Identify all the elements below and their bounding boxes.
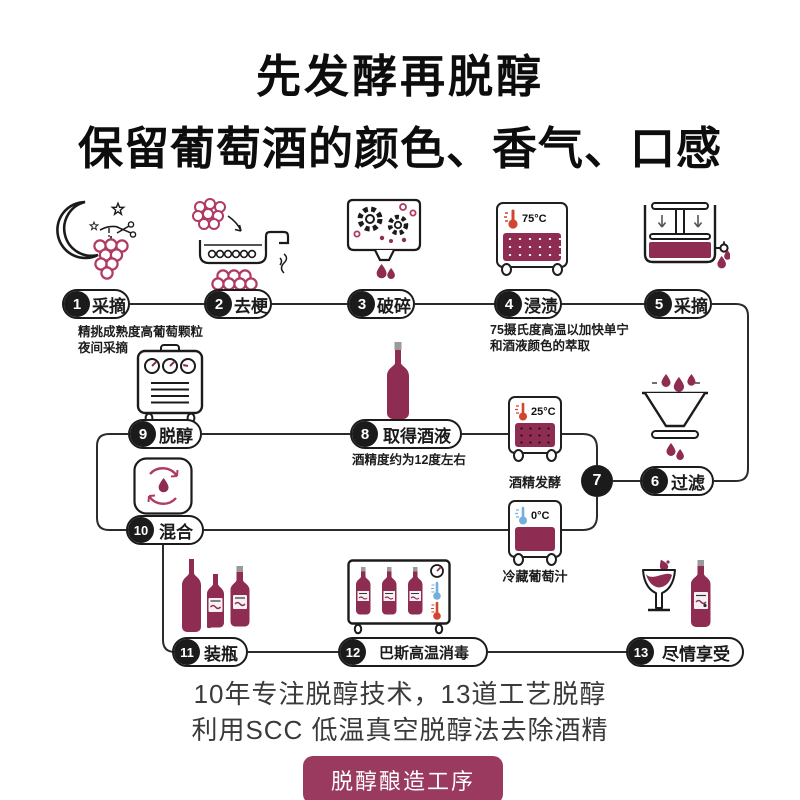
- step-number: 9: [130, 421, 156, 447]
- step-number: 4: [496, 291, 522, 317]
- step-number: 3: [349, 291, 375, 317]
- dealcoholization-machine-icon: [136, 344, 204, 424]
- process-banner-button[interactable]: 脱醇酿造工序: [303, 756, 503, 800]
- step-pill-1: 1 采摘: [62, 289, 130, 319]
- wine-press-icon: [643, 202, 730, 269]
- filter-funnel-icon: [642, 374, 708, 461]
- step-label: 采摘: [674, 296, 708, 316]
- night-harvest-icon: [56, 200, 137, 280]
- step-label: 采摘: [92, 296, 126, 316]
- bottling-icon: [182, 559, 250, 632]
- step4-caption: 75摄氏度高温以加快单宁 和酒液颜色的萃取: [490, 323, 629, 353]
- ferment-label: 酒精发酵: [508, 475, 561, 490]
- step-label: 脱醇: [159, 426, 193, 446]
- step-pill-5: 5 采摘: [644, 289, 712, 319]
- maceration-temp: 75°C: [522, 213, 547, 225]
- step-label: 尽情享受: [662, 644, 730, 664]
- step-number: 1: [64, 291, 90, 317]
- step-pill-13: 13 尽情享受: [626, 637, 744, 667]
- step-number: 8: [352, 421, 378, 447]
- step-label: 破碎: [377, 296, 411, 316]
- step-number: 10: [128, 517, 154, 543]
- step-number: 2: [206, 291, 232, 317]
- step-pill-12: 12 巴斯高温消毒: [338, 637, 488, 667]
- step-pill-3: 3 破碎: [347, 289, 415, 319]
- hot-thermometer-icon: [504, 209, 518, 229]
- ferment-liquid: [515, 423, 555, 447]
- step-node-7: 7: [581, 465, 613, 497]
- step-pill-10: 10 混合: [126, 515, 204, 545]
- step-number: 12: [340, 639, 366, 665]
- maceration-tank: 75°C: [496, 202, 568, 276]
- step-label: 过滤: [671, 473, 705, 493]
- step-label: 浸渍: [524, 296, 558, 316]
- destemmer-icon: [192, 198, 290, 291]
- step-pill-11: 11 装瓶: [172, 637, 248, 667]
- step-number: 11: [174, 639, 200, 665]
- step-number: 6: [642, 468, 668, 494]
- crusher-icon: [346, 198, 422, 280]
- wine-glass-bottle-icon: [642, 559, 711, 627]
- step1-caption: 精挑成熟度高葡萄颗粒 夜间采摘: [78, 325, 204, 355]
- cold-label: 冷藏葡萄汁: [502, 569, 568, 584]
- page-subtitle: 保留葡萄酒的颜色、香气、口感: [77, 123, 722, 174]
- footer-line-2: 利用SCC 低温真空脱醇法去除酒精: [191, 715, 609, 745]
- cold-thermometer-icon: [515, 506, 527, 525]
- wine-bottle-icon: [387, 342, 409, 419]
- step-label: 巴斯高温消毒: [378, 644, 469, 662]
- step-pill-9: 9 脱醇: [128, 419, 202, 449]
- step-label: 去梗: [234, 296, 268, 316]
- step-pill-4: 4 浸渍: [494, 289, 562, 319]
- step-label: 混合: [159, 522, 193, 542]
- pasteurizer-icon: [347, 559, 451, 635]
- page-title: 先发酵再脱醇: [255, 51, 544, 102]
- cold-temp: 0°C: [531, 510, 550, 522]
- fermentation-tank: 25°C: [508, 396, 562, 462]
- step-number: 7: [592, 472, 602, 489]
- step-pill-2: 2 去梗: [204, 289, 272, 319]
- mixing-icon: [133, 457, 193, 515]
- footer-line-1: 10年专注脱醇技术，13道工艺脱醇: [193, 679, 607, 709]
- step-number: 13: [628, 639, 654, 665]
- step-pill-8: 8 取得酒液: [350, 419, 462, 449]
- maceration-liquid: [503, 233, 561, 261]
- cold-storage-tank: 0°C: [508, 500, 562, 566]
- step-label: 取得酒液: [383, 426, 451, 446]
- step-label: 装瓶: [204, 644, 238, 664]
- ferment-temp: 25°C: [531, 406, 556, 418]
- hot-thermometer-icon: [515, 402, 527, 421]
- cold-liquid: [515, 527, 555, 551]
- step8-caption: 酒精度约为12度左右: [352, 453, 466, 467]
- step-pill-6: 6 过滤: [640, 466, 714, 496]
- step-number: 5: [646, 291, 672, 317]
